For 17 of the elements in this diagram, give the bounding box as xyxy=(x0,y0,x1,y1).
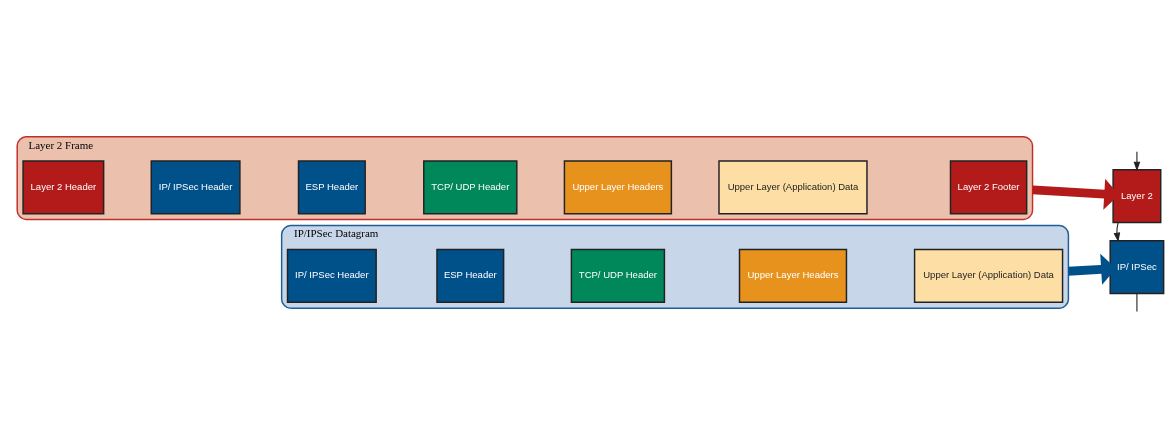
node-box: IP/ IPSec Header xyxy=(150,159,241,214)
connector xyxy=(1136,292,1138,312)
node-box: Upper Layer Headers xyxy=(738,248,848,303)
node-box: IP/ IPSec xyxy=(1109,239,1165,294)
node-box: ESP Header xyxy=(297,159,366,214)
arrow xyxy=(1113,221,1121,242)
node-box: TCP/ UDP Header xyxy=(423,159,518,214)
node-box: TCP/ UDP Header xyxy=(570,248,666,303)
node-box: Upper Layer Headers xyxy=(563,159,673,214)
node-box: Layer 2 Footer xyxy=(949,159,1028,214)
arrow xyxy=(1133,150,1141,171)
node-box: Upper Layer (Application) Data xyxy=(718,159,868,214)
node-box: ESP Header xyxy=(436,248,505,303)
node-box: Layer 2 xyxy=(1112,168,1162,223)
node-box: Upper Layer (Application) Data xyxy=(913,248,1064,303)
node-box: Layer 2 Header xyxy=(22,159,105,214)
node-box: IP/ IPSec Header xyxy=(286,248,377,303)
